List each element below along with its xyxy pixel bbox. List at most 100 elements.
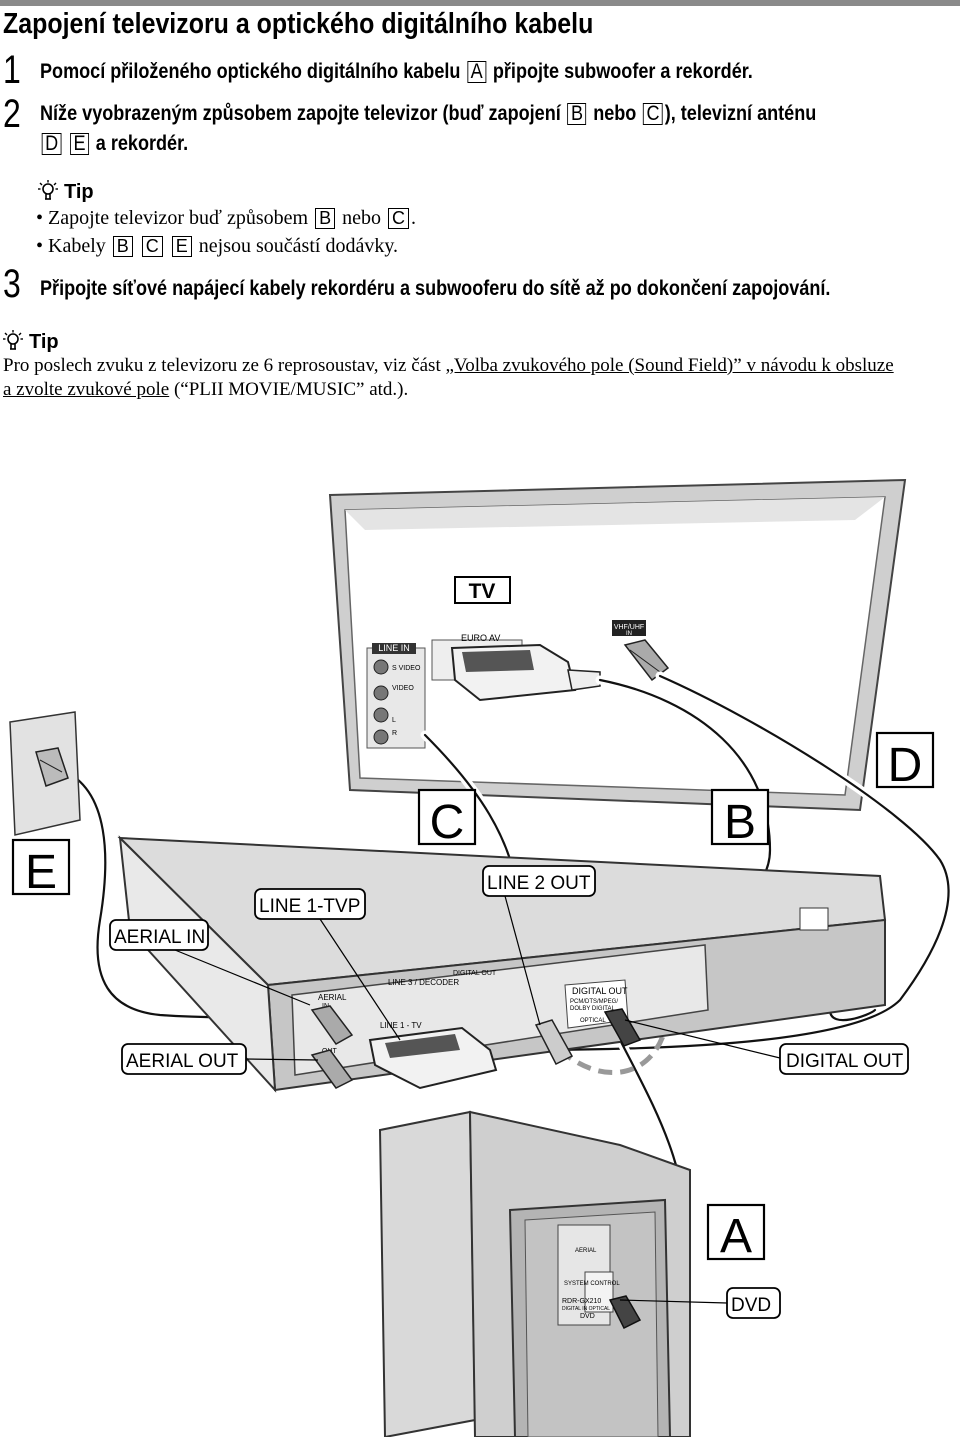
tip-2-end: (“PLII MOVIE/MUSIC” atd.). (169, 379, 409, 400)
letter-b: B (724, 796, 756, 849)
tip-1-b2-box-e: E (171, 236, 192, 257)
tip-1-bullet-2: • Kabely B C E nejsou součástí dodávky. (36, 235, 398, 258)
tip-1-b1-mid: nebo (342, 207, 381, 229)
box-letter-c: C (643, 103, 664, 125)
page-title: Zapojení televizoru a optického digitáln… (3, 8, 594, 40)
tv-vhf-in-label: IN (626, 631, 632, 637)
tip-1-label: Tip (64, 181, 94, 203)
tip-2-text: Pro poslech zvuku z televizoru ze 6 repr… (3, 355, 446, 376)
lightbulb-icon (3, 330, 23, 350)
wall-aerial-socket (9, 711, 81, 836)
digital-out-small-label: DIGITAL OUT (453, 970, 497, 977)
tv-aerial-plug (623, 639, 670, 682)
tip-2-heading: Tip (3, 330, 59, 354)
letter-box-a: A (706, 1203, 766, 1263)
sub-aerial-label: AERIAL (575, 1248, 597, 1254)
step-2-text-c: ), televizní anténu (664, 102, 817, 125)
dashed-video-cable (558, 879, 673, 1075)
recorder-aerial-in-plug (310, 1005, 354, 1045)
box-letter-e: E (70, 133, 90, 155)
letter-box-c: C (417, 788, 477, 849)
aerial-out-label: AERIAL OUT (126, 1051, 239, 1072)
step-2-text-a: Níže vyobrazeným způsobem zapojte televi… (40, 102, 561, 125)
tv-label: TV (469, 580, 496, 603)
tv-r-label: R (392, 730, 397, 737)
letter-d: D (888, 739, 923, 792)
sub-dvd-label: DVD (580, 1313, 595, 1320)
step-number-1: 1 (3, 48, 21, 92)
sub-digital-label: DIGITAL IN OPTICAL (562, 1306, 610, 1312)
letter-e: E (25, 846, 57, 899)
tv-l-label: L (392, 717, 396, 724)
lightbulb-icon (38, 180, 58, 200)
tip-1-b2-end: nejsou součástí dodávky. (198, 235, 399, 257)
line2-out-callout (482, 865, 596, 897)
tv-svideo-label: S VIDEO (392, 665, 421, 672)
step-1-text-a: Pomocí přiloženého optického digitálního… (40, 60, 461, 83)
step-2-text-d: a rekordér. (95, 132, 189, 155)
tv-vhf-label-box (612, 620, 646, 636)
sound-field-reference-link[interactable]: „Volba zvukového pole (Sound Field)” v n… (445, 355, 894, 376)
line2-out-label: LINE 2 OUT (487, 873, 591, 894)
tip-2-line-1: Pro poslech zvuku z televizoru ze 6 repr… (3, 355, 894, 377)
digital-out-label: DIGITAL OUT (786, 1051, 904, 1072)
letter-box-e: E (11, 838, 71, 899)
sound-field-reference-link-cont[interactable]: a zvolte zvukové pole (3, 379, 170, 400)
tv-euro-av-label: EURO AV (461, 633, 500, 643)
tip-1-b2-box-b: B (112, 236, 133, 257)
box-letter-a: A (467, 61, 487, 83)
top-rule (0, 0, 960, 6)
recorder-video-plug (534, 1019, 574, 1066)
step-number-2: 2 (3, 92, 21, 136)
tip-1-b2-box-c: C (141, 236, 163, 257)
tip-1-bullet-1: • Zapojte televizor buď způsobem B nebo … (36, 207, 416, 230)
tv-line-in-label: LINE IN (378, 643, 410, 653)
tip-1-b1-box-c: C (387, 208, 409, 229)
step-number-3: 3 (3, 262, 21, 306)
letter-box-d: D (875, 731, 935, 792)
subwoofer (378, 1110, 691, 1437)
aerial-in-label: AERIAL IN (114, 927, 205, 948)
digital-out-callout (779, 1043, 909, 1075)
step-1-text: Pomocí přiloženého optického digitálního… (40, 58, 753, 86)
tip-2-line-2: a zvolte zvukové pole (“PLII MOVIE/MUSIC… (3, 379, 408, 401)
panel-digital-out-label: DIGITAL OUT (572, 986, 628, 996)
box-letter-b: B (567, 103, 587, 125)
pcm-dts-label: PCM/DTS/MPEG/ (570, 999, 618, 1005)
letter-box-b: B (710, 788, 770, 849)
box-letter-d: D (41, 133, 62, 155)
line3-decoder-label: LINE 3 / DECODER (388, 978, 459, 987)
recorder-power-socket (799, 907, 829, 931)
line1-tvp-label: LINE 1-TVP (259, 896, 360, 917)
tip-1-b2-text: • Kabely (36, 235, 106, 257)
tv-vhf-label: VHF/UHF (614, 624, 644, 631)
recorder-aerial-out-plug (310, 1049, 354, 1089)
tip-2-label: Tip (29, 331, 59, 353)
optical-label: OPTICAL (580, 1018, 606, 1024)
tip-1-heading: Tip (38, 180, 94, 204)
tv-video-label: VIDEO (392, 685, 414, 692)
step-2-line-1: Níže vyobrazeným způsobem zapojte televi… (40, 100, 816, 128)
line1-tv-label: LINE 1 - TV (380, 1021, 422, 1030)
sub-system-label: SYSTEM CONTROL (564, 1281, 620, 1287)
tip-1-b1-text: • Zapojte televizor buď způsobem (36, 207, 309, 229)
step-2-text-b: nebo (593, 102, 637, 125)
sub-rdr-label: RDR-GX210 (562, 1298, 601, 1305)
tip-1-b1-box-b: B (315, 208, 336, 229)
subwoofer-optical-plug (608, 1295, 642, 1330)
tip-1-b1-end: . (410, 207, 416, 229)
dvd-label: DVD (731, 1295, 771, 1316)
tv-label-box (454, 576, 511, 604)
recorder-aerial-label: AERIAL (318, 993, 347, 1002)
step-1-text-b: připojte subwoofer a rekordér. (492, 60, 753, 83)
letter-a: A (720, 1210, 752, 1263)
line1-tvp-callout (254, 888, 366, 920)
step-2-line-2: D E a rekordér. (40, 130, 188, 158)
step-3-text: Připojte síťové napájecí kabely rekordér… (40, 277, 831, 300)
dolby-digital-label: DOLBY DIGITAL (570, 1006, 615, 1012)
aerial-in-callout (109, 919, 209, 951)
letter-c: C (430, 796, 465, 849)
recorder-optical-plug (603, 1008, 642, 1047)
tv-line-in-panel: LINE IN S VIDEO VIDEO L R (366, 643, 426, 749)
